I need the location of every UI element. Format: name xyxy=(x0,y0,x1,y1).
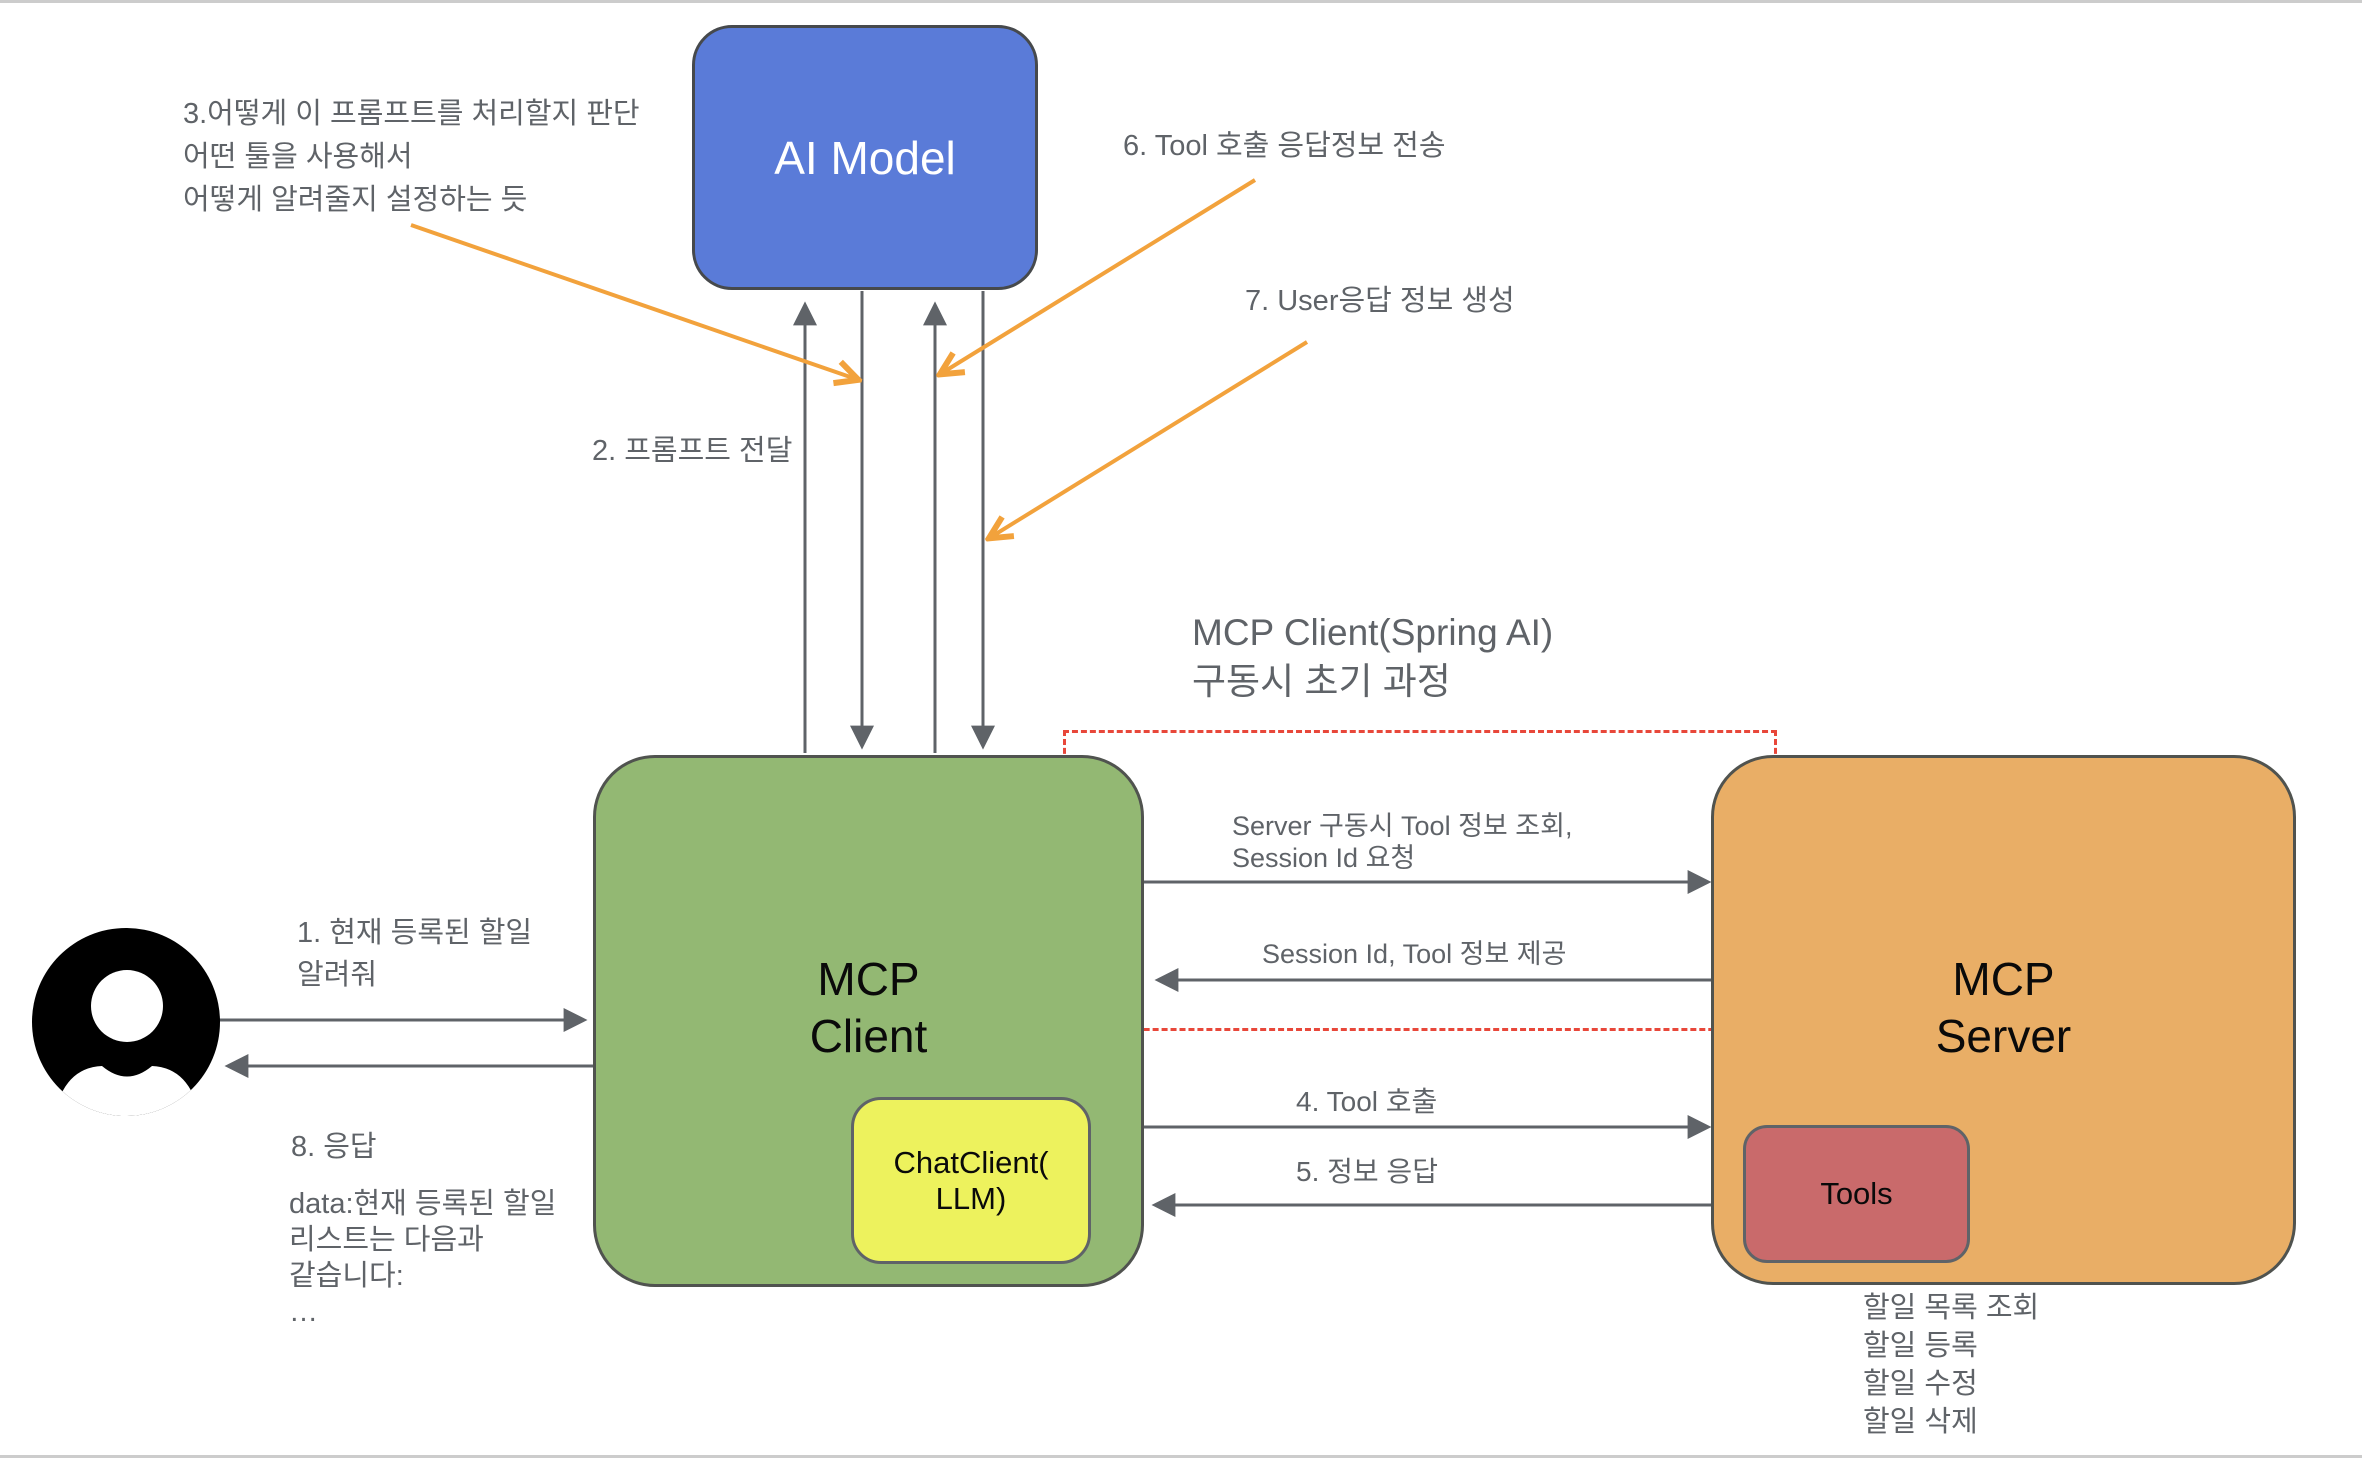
annotation-init-response: Session Id, Tool 정보 제공 xyxy=(1262,939,1567,969)
annotation-step-8: 8. 응답 xyxy=(291,1131,377,1163)
init-process-frame xyxy=(1063,730,1777,1031)
user-client-connectors xyxy=(206,1008,593,1078)
annotation-response-data: data:현재 등록된 할일 리스트는 다음과 같습니다: … xyxy=(289,1188,557,1328)
pointer-note-3 xyxy=(410,223,856,379)
annotation-note-3: 3.어떻게 이 프롬프트를 처리할지 판단 어떤 툴을 사용해서 어떻게 알려줄… xyxy=(183,98,640,216)
client-ai-connectors xyxy=(793,291,995,753)
tools-label: Tools xyxy=(1820,1176,1893,1211)
node-ai-model: AI Model xyxy=(692,25,1038,290)
annotation-step-4: 4. Tool 호출 xyxy=(1296,1086,1438,1117)
annotation-pointers xyxy=(410,178,1309,537)
chat-client-label: ChatClient( LLM) xyxy=(893,1144,1049,1216)
mcp-client-label: MCP Client xyxy=(809,953,928,1062)
page-bottom-edge xyxy=(0,1455,2362,1458)
annotation-init-request: Server 구동시 Tool 정보 조회, Session Id 요청 xyxy=(1232,811,1573,873)
annotation-step-6: 6. Tool 호출 응답정보 전송 xyxy=(1123,130,1446,162)
node-tools: Tools xyxy=(1743,1125,1970,1263)
node-mcp-server: MCP Server xyxy=(1711,755,2296,1285)
init-process-title: MCP Client(Spring AI) 구동시 초기 과정 xyxy=(1192,612,1554,702)
annotation-step-2: 2. 프롬프트 전달 xyxy=(592,435,793,467)
page-top-edge xyxy=(0,0,2362,3)
annotation-tool-capabilities: 할일 목록 조회 할일 등록 할일 수정 할일 삭제 xyxy=(1863,1292,2040,1438)
pointer-step-6 xyxy=(942,178,1257,373)
annotation-step-7: 7. User응답 정보 생성 xyxy=(1245,285,1515,317)
pointer-step-7 xyxy=(991,340,1309,537)
node-chat-client: ChatClient( LLM) xyxy=(851,1097,1091,1264)
annotation-step-5: 5. 정보 응답 xyxy=(1296,1156,1438,1187)
ai-model-label: AI Model xyxy=(774,131,956,184)
client-server-connectors xyxy=(1141,870,1749,1217)
annotation-step-1: 1. 현재 등록된 할일 알려줘 xyxy=(297,917,533,991)
user-icon xyxy=(32,928,220,1116)
mcp-server-label: MCP Server xyxy=(1935,953,2072,1062)
